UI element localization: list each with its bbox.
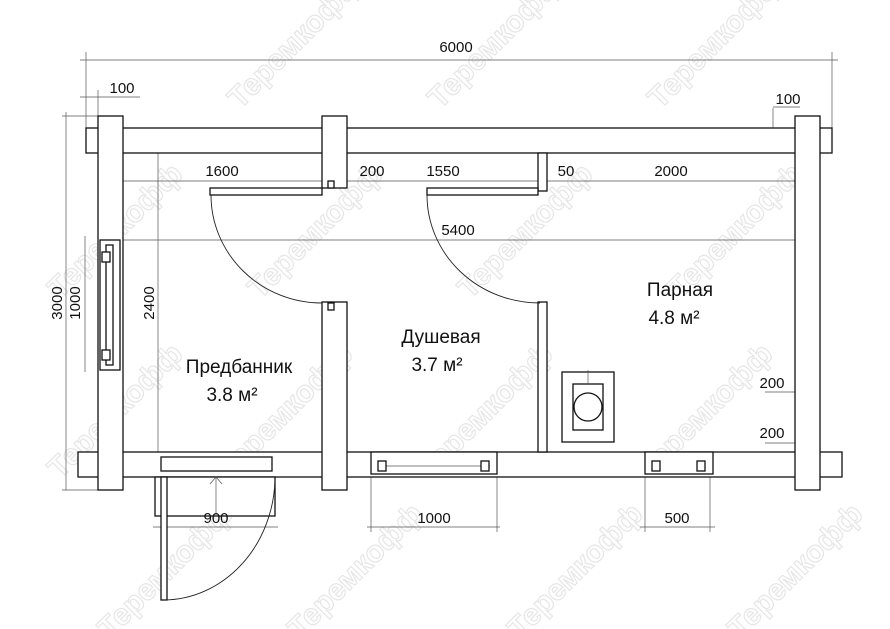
door-swing-shower — [426, 194, 541, 304]
room-name-shower: Душевая — [401, 327, 480, 348]
room-area-steam: 4.8 м² — [648, 308, 699, 329]
door-swing-predbannik — [210, 194, 323, 304]
watermark: Теремкофф — [722, 497, 870, 629]
dim-left-overhang: 100 — [109, 80, 134, 97]
bottom-window-2 — [644, 451, 714, 475]
dim-left-window: 1000 — [67, 286, 84, 319]
room-labels: Предбанник 3.8 м² Душевая 3.7 м² Парная … — [186, 280, 713, 406]
steam-partition-stub — [426, 187, 539, 196]
dim-inner-height: 2400 — [141, 286, 158, 319]
dim-steam-width: 2000 — [654, 163, 687, 180]
watermark: Теремкофф — [422, 0, 570, 115]
room-name-predbannik: Предбанник — [186, 357, 293, 378]
right-wall — [794, 115, 821, 491]
steam-partition-top — [537, 152, 548, 192]
dim-partition-2: 50 — [558, 163, 575, 180]
dimension-labels: 6000 100 100 1600 200 1550 50 2000 5400 … — [49, 39, 801, 527]
entrance-door — [154, 456, 276, 601]
bottom-window-1 — [370, 451, 498, 475]
room-area-shower: 3.7 м² — [411, 355, 462, 376]
dim-right-offset-1: 200 — [759, 375, 784, 392]
watermark: Теремкофф — [502, 497, 650, 629]
dim-window-1: 1000 — [417, 510, 450, 527]
dim-total-height: 3000 — [49, 286, 66, 319]
partition-stub — [209, 187, 323, 196]
dim-partition-1: 200 — [359, 163, 384, 180]
dim-right-offset-2: 200 — [759, 425, 784, 442]
room-name-steam: Парная — [647, 280, 713, 301]
watermark: Теремкофф — [642, 0, 790, 115]
dim-total-width: 6000 — [439, 39, 472, 56]
watermark: Теремкофф — [222, 0, 370, 115]
dim-door-width: 900 — [203, 510, 228, 527]
top-wall — [85, 127, 833, 154]
dim-inner-length: 5400 — [441, 222, 474, 239]
dimension-lines — [62, 52, 838, 532]
dim-window-2: 500 — [664, 510, 689, 527]
watermark: Теремкофф — [282, 497, 430, 629]
steam-partition-bottom — [537, 301, 548, 453]
room-area-predbannik: 3.8 м² — [206, 385, 257, 406]
left-window — [99, 239, 121, 371]
sauna-stove — [561, 370, 615, 443]
dim-right-overhang: 100 — [775, 91, 800, 108]
dim-shower-width: 1550 — [426, 163, 459, 180]
walls — [77, 115, 843, 491]
partition-post-bottom — [321, 301, 348, 491]
partition-post-top — [321, 115, 348, 189]
dim-predbannik-width: 1600 — [205, 163, 238, 180]
